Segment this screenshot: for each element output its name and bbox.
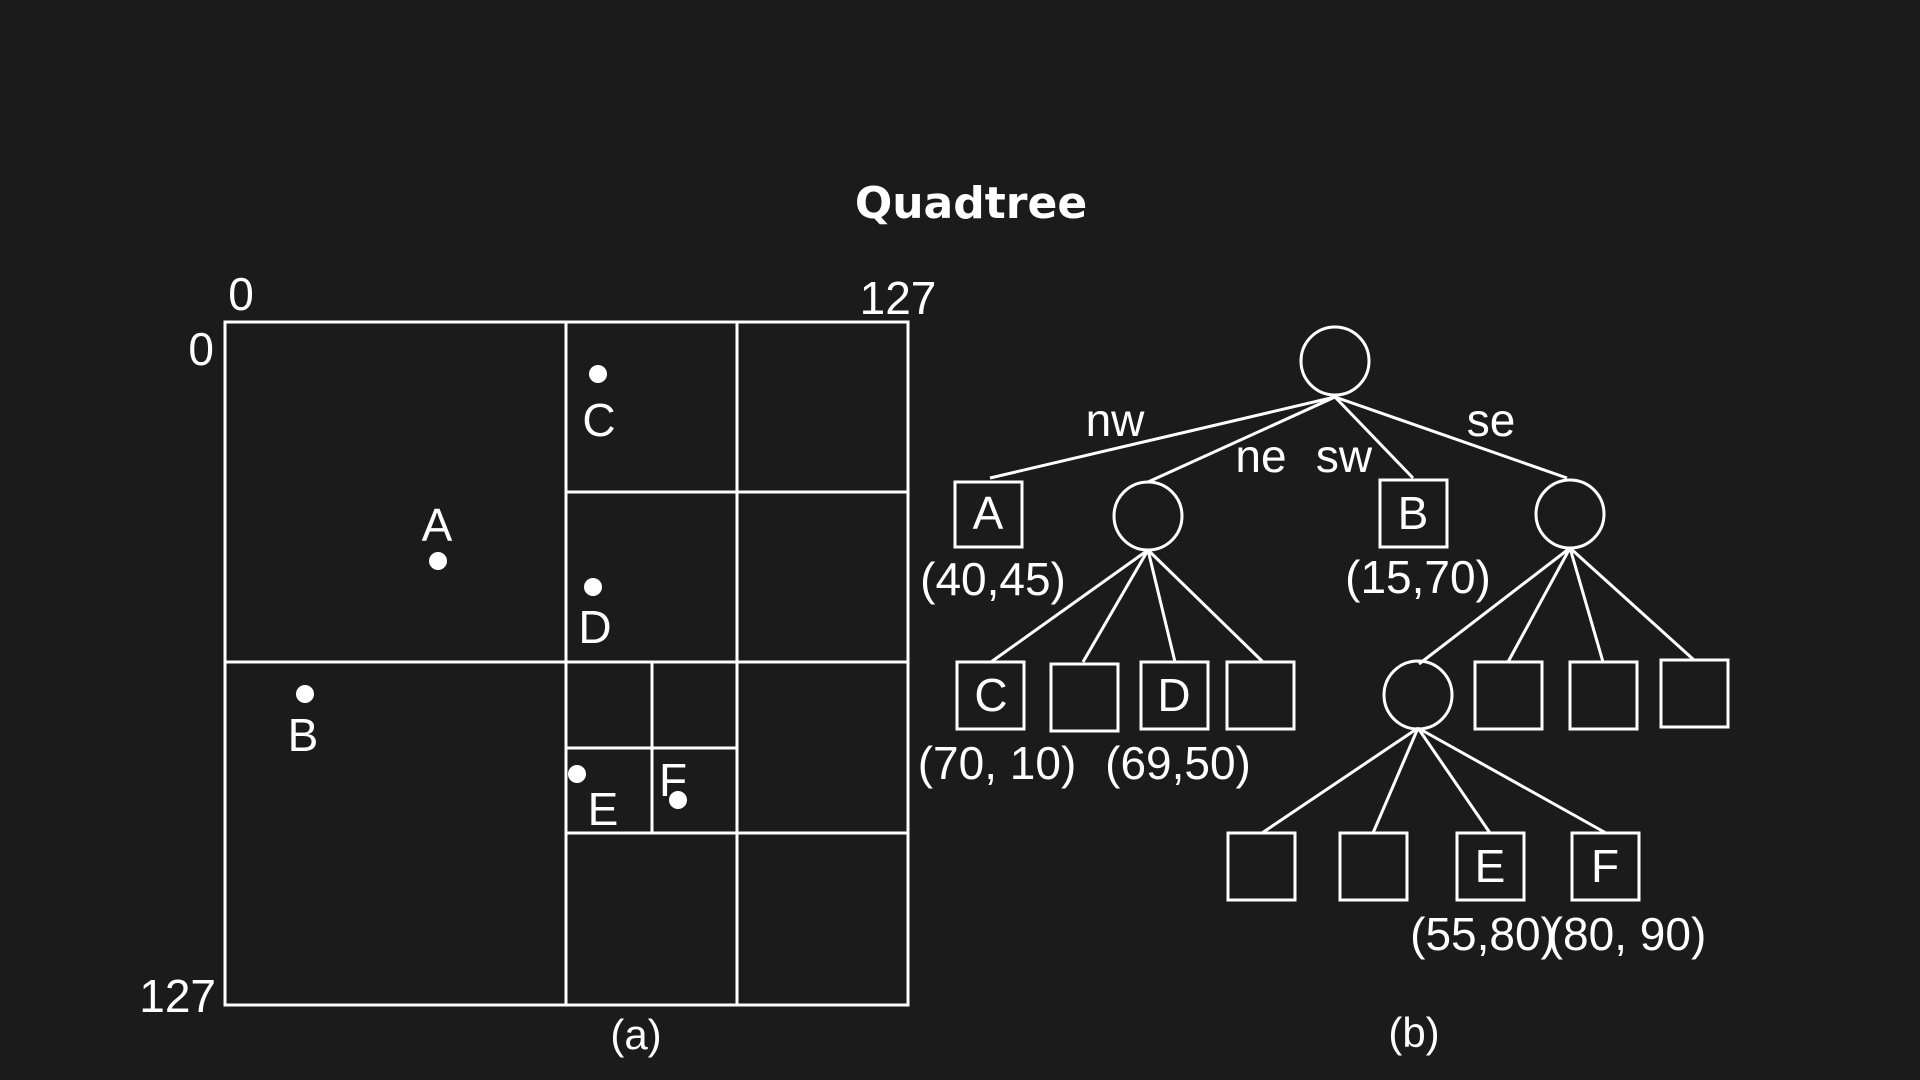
tree-edges [989,395,1696,835]
edge-label-sw: sw [1316,430,1373,482]
panel-a-caption: (a) [610,1011,661,1058]
tree-leaf-empty [1473,660,1544,731]
tree-leaf-empty [1338,831,1409,902]
tree-root-node [1299,325,1371,397]
tree-leaf-b [1378,478,1449,549]
tree-node-ne [1112,480,1184,552]
point-d-marker [584,578,602,596]
tree-node-se-nw [1382,659,1454,731]
tree-node-se [1534,478,1606,550]
edge-label-se: se [1467,394,1516,446]
tree-leaf-c-coords: (70, 10) [918,737,1077,789]
point-b-marker [296,685,314,703]
tree-leaf-d-coords: (69,50) [1105,737,1251,789]
page-title: Quadtree [855,178,1087,229]
panel-b-caption: (b) [1388,1009,1439,1056]
tree-leaf-empty [1049,662,1120,733]
tree-leaf-c [955,660,1026,731]
tree-leaf-b-label: B [1398,487,1429,539]
point-f-label: F [659,754,687,806]
point-c-marker [589,365,607,383]
point-c-label: C [582,394,615,446]
point-a-label: A [422,499,453,551]
x-axis-max-label: 127 [860,272,937,324]
tree-leaf-e-label: E [1475,840,1506,892]
tree-leaf-a-label: A [973,487,1004,539]
tree-leaf-f-label: F [1591,840,1619,892]
tree-leaf-empty [1568,660,1639,731]
tree-leaf-c-label: C [974,669,1007,721]
y-axis-min-label: 0 [188,323,214,375]
point-b-label: B [288,709,319,761]
tree-leaf-e [1455,831,1526,902]
point-a-marker [429,552,447,570]
tree-leaf-f [1570,831,1641,902]
tree-leaf-d [1139,660,1210,731]
tree-leaf-empty [1225,660,1296,731]
tree-leaf-d-label: D [1157,669,1190,721]
edge-label-nw: nw [1086,394,1146,446]
y-axis-max-label: 127 [139,970,216,1022]
tree-leaf-empty [1226,831,1297,902]
point-d-label: D [578,601,611,653]
tree-leaf-f-coords: (80, 90) [1548,908,1707,960]
point-e-label: E [588,783,619,835]
tree-leaf-b-coords: (15,70) [1345,551,1491,603]
edge-label-ne: ne [1235,430,1286,482]
tree-leaf-e-coords: (55,80) [1410,908,1556,960]
point-f-marker [669,791,687,809]
tree-leaf-a-coords: (40,45) [920,553,1066,605]
tree-leaf-empty [1659,658,1730,729]
tree-leaf-a [953,480,1024,549]
panel-a-grid [223,320,910,1007]
x-axis-min-label: 0 [228,268,254,320]
point-e-marker [568,765,586,783]
